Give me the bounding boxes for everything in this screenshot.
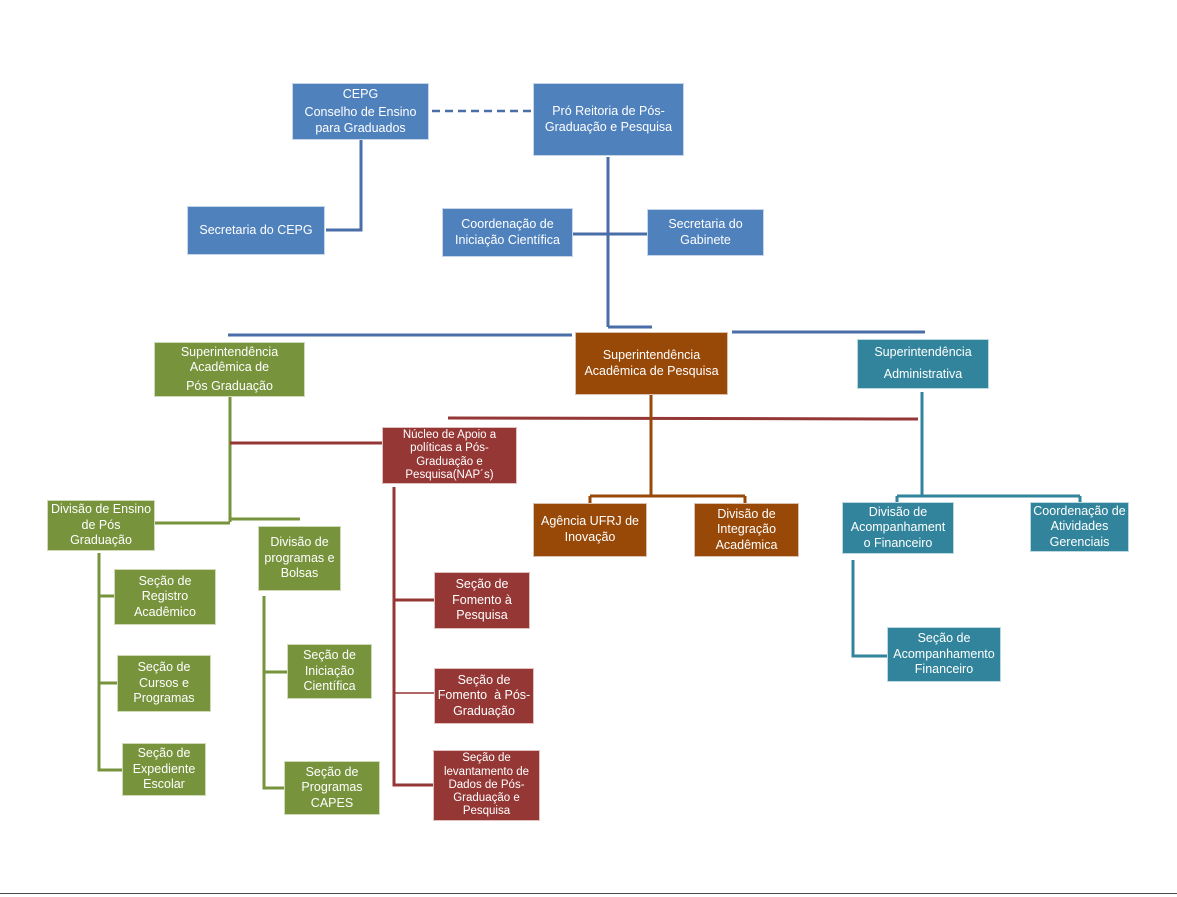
page-bottom-rule — [0, 893, 1177, 894]
div-ensino-branch — [97, 553, 122, 772]
nucleo-branch — [392, 487, 433, 787]
red-connectors — [230, 416, 919, 787]
div-programas-branch — [262, 596, 284, 790]
div-acomp-branch — [851, 560, 887, 658]
cepg-to-secretaria — [326, 140, 363, 232]
node-secretaria-cepg: Secretaria do CEPG — [187, 206, 325, 255]
blue-connectors — [228, 109, 925, 337]
orange-connectors — [588, 395, 747, 504]
green-connectors — [97, 397, 300, 790]
node-pro-reitoria: Pró Reitoria de Pós-Graduação e Pesquisa — [533, 83, 684, 156]
red-bus-top — [447, 416, 919, 421]
teal-connectors — [851, 392, 1082, 658]
